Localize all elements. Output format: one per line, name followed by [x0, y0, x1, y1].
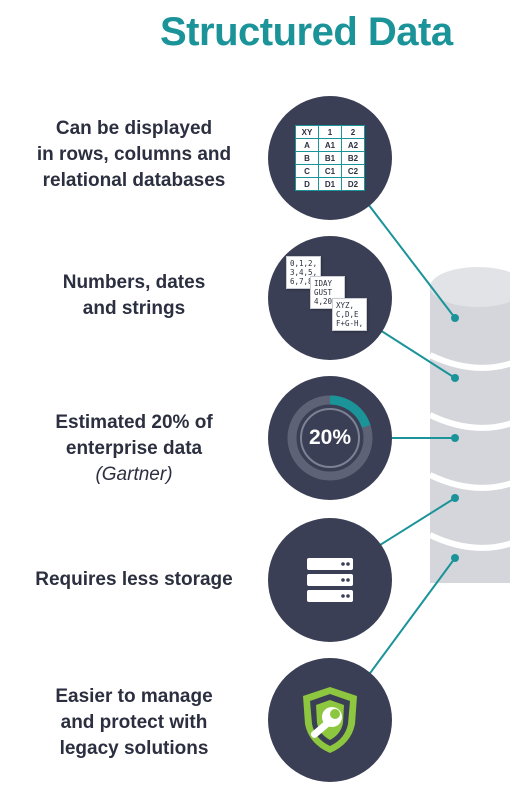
- table-icon-cell: 2: [341, 125, 365, 139]
- data-cards-icon: 0,1,2, 3,4,5, 6,7,8, IDAY GUST 4,2025 XY…: [268, 236, 392, 360]
- data-cards-circle: 0,1,2, 3,4,5, 6,7,8, IDAY GUST 4,2025 XY…: [268, 236, 392, 360]
- table-icon-cell: XY: [295, 125, 319, 139]
- table-icon-cell: D: [295, 177, 319, 191]
- table-icon-cell: C: [295, 164, 319, 178]
- percentage-circle: 20%: [268, 376, 392, 500]
- table-icon-cell: D2: [341, 177, 365, 191]
- table-icon-cell: B2: [341, 151, 365, 165]
- label-source: (Gartner): [95, 464, 173, 485]
- connector-lines: [364, 199, 456, 681]
- percentage-label: 20%: [308, 426, 352, 449]
- data-card-strings: XYZ, C,D,E F+G-H,: [332, 298, 368, 331]
- server-circle: [268, 518, 392, 642]
- table-icon-cell: B1: [318, 151, 342, 165]
- label-storage: Requires less storage: [35, 569, 233, 590]
- shield-wrench-icon: [303, 687, 357, 753]
- database-cylinder-icon: [428, 267, 510, 583]
- table-icon-cell: C2: [341, 164, 365, 178]
- table-icon-cell: B: [295, 151, 319, 165]
- shield-circle: [268, 658, 392, 782]
- percentage-gauge-icon: 20%: [287, 395, 373, 481]
- label-estimated: Estimated 20% of enterprise data (Gartne…: [55, 412, 213, 485]
- data-card-dates: IDAY GUST 4,2025: [310, 276, 346, 309]
- table-icon-cell: C1: [318, 164, 342, 178]
- table-icon-cell: A: [295, 138, 319, 152]
- table-icon-cell: D1: [318, 177, 342, 191]
- page-title: Structured Data: [160, 10, 453, 54]
- table-icon-cell: A2: [341, 138, 365, 152]
- connector-dots: [451, 314, 459, 562]
- table-icon-cell: A1: [318, 138, 342, 152]
- gauge-fill: [287, 395, 373, 481]
- server-icon: [307, 558, 353, 602]
- table-icon-cell: 1: [318, 125, 342, 139]
